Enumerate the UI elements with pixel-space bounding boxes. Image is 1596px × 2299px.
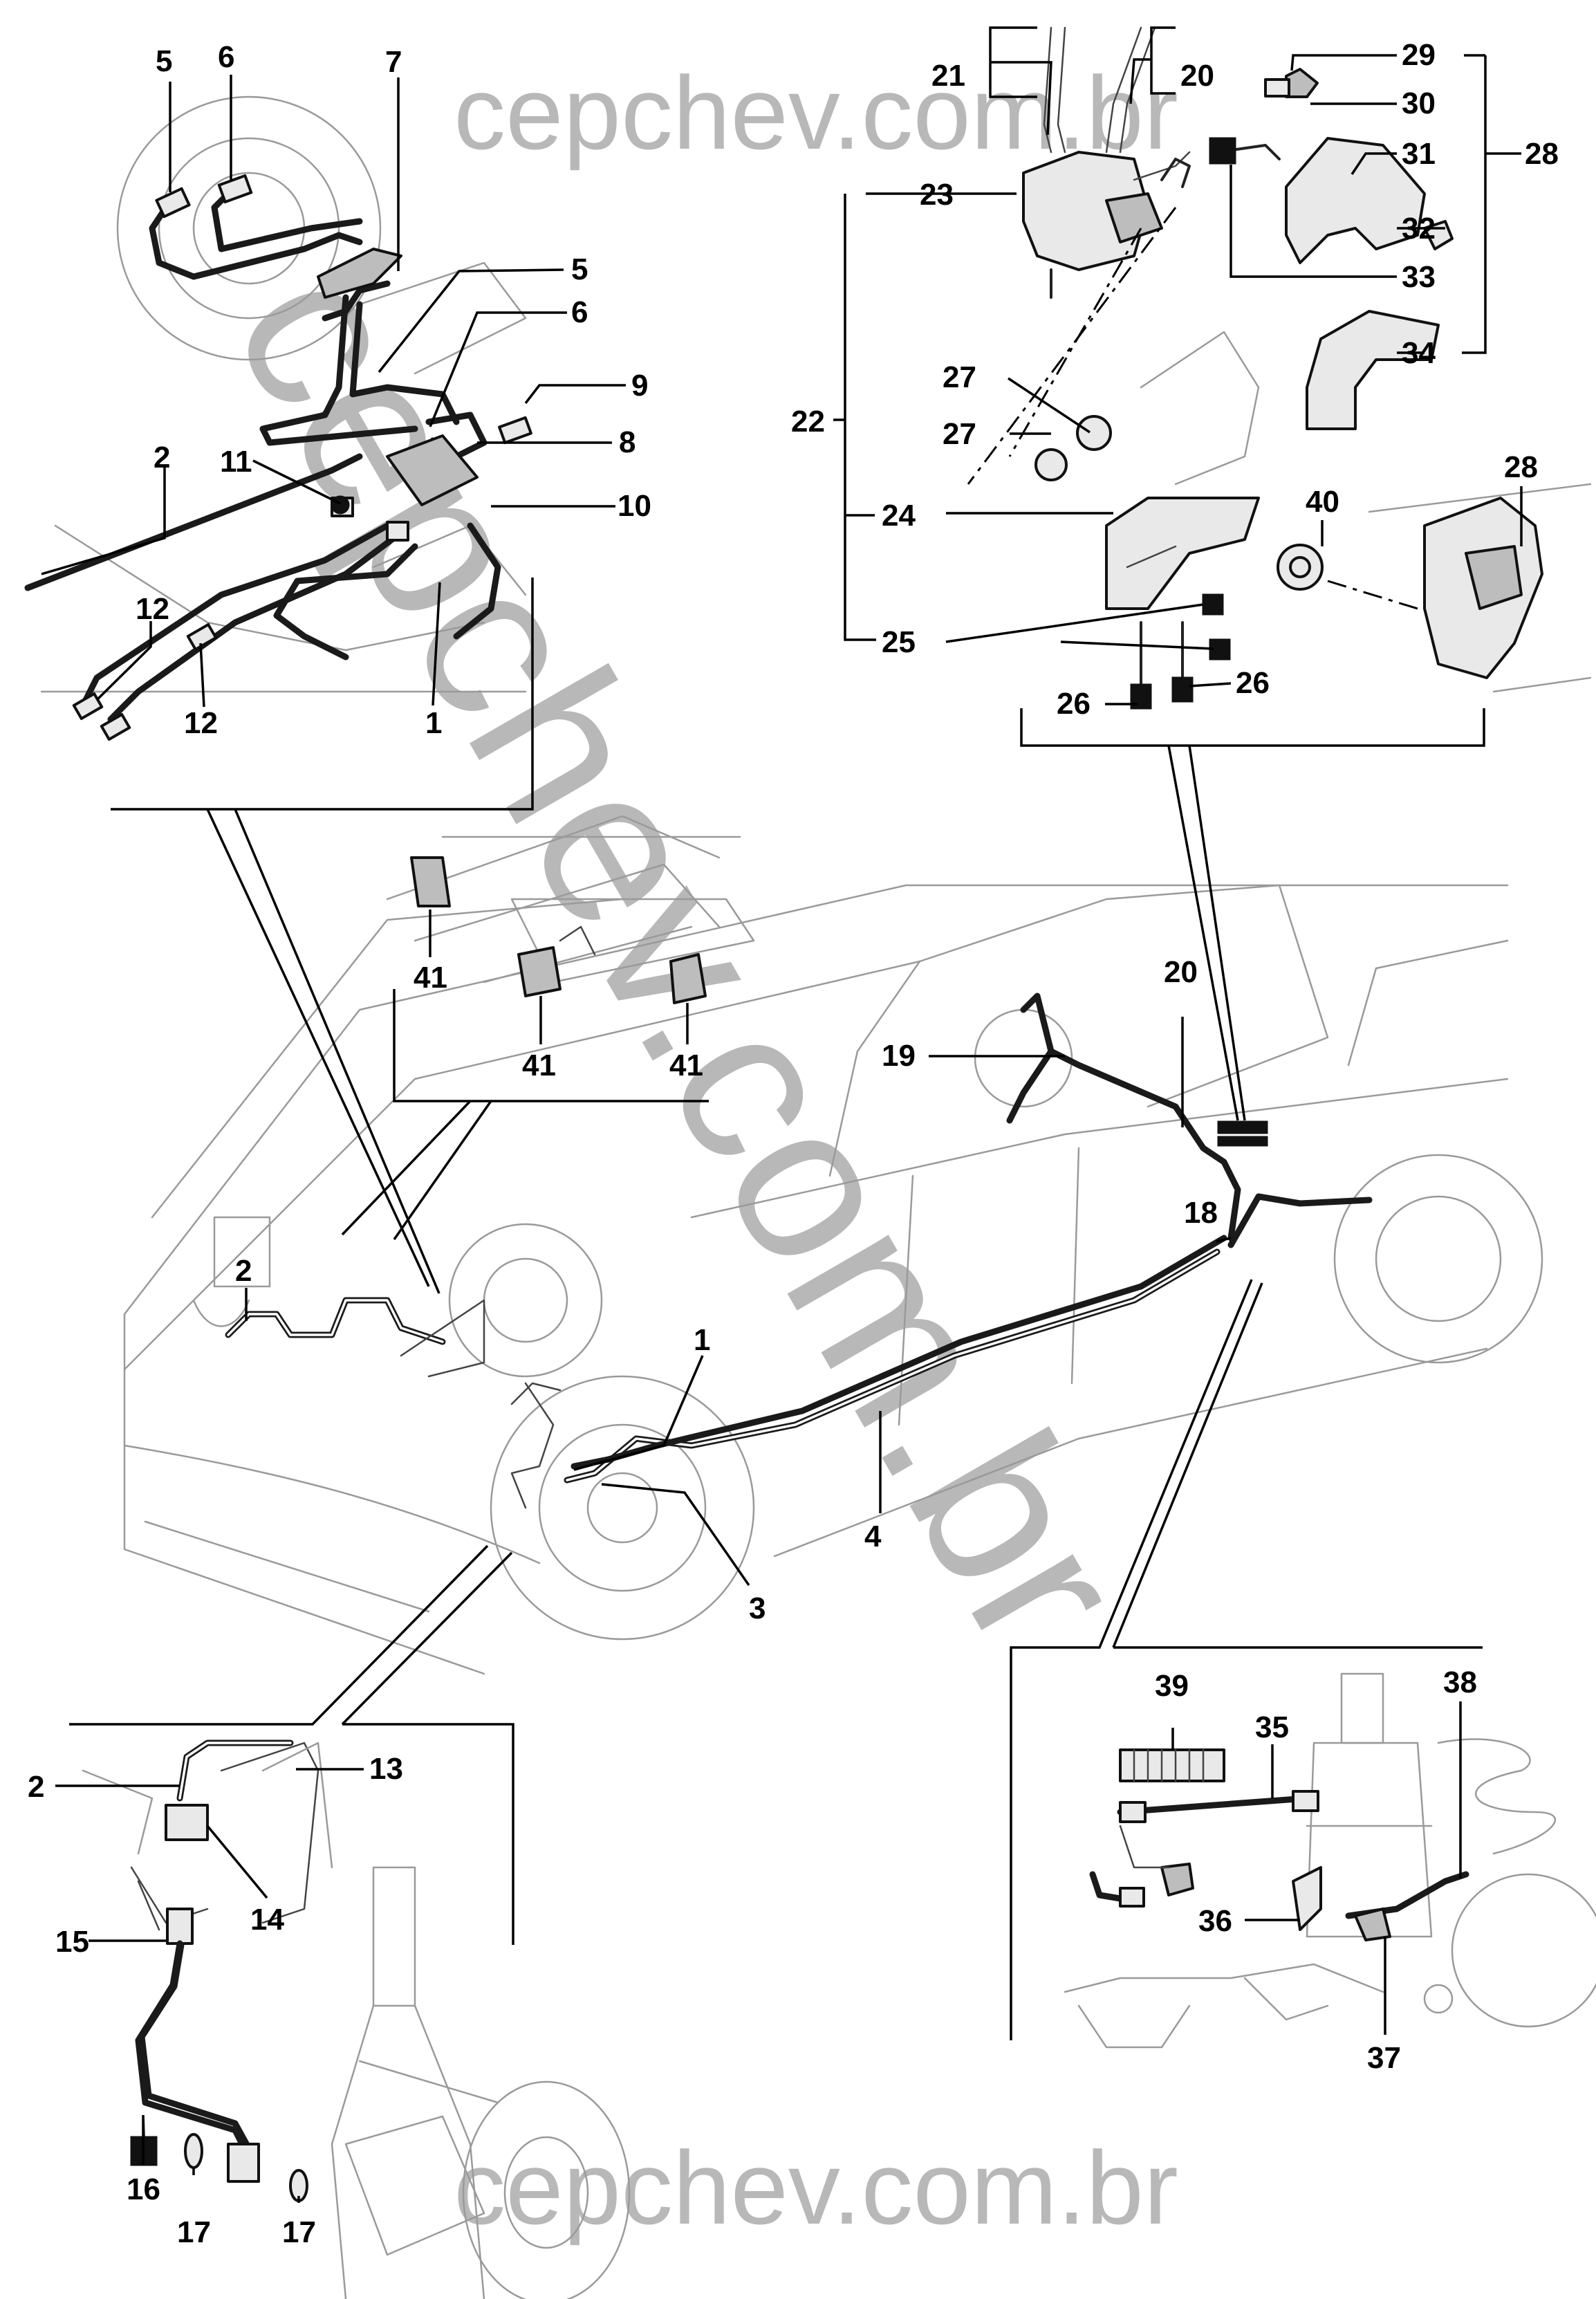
callout-22: 22 — [791, 405, 825, 438]
callout-28: 28 — [1525, 137, 1559, 171]
callout-36: 36 — [1198, 1904, 1232, 1938]
callout-28: 28 — [1504, 450, 1538, 484]
inset-front-brake-hose — [82, 1739, 631, 2299]
callout-16: 16 — [127, 2172, 160, 2206]
callout-40: 40 — [1306, 485, 1339, 519]
callout-1: 1 — [425, 706, 442, 740]
callout-10: 10 — [618, 489, 651, 523]
callout-19: 19 — [882, 1039, 916, 1073]
inset-load-sensing-valve — [967, 26, 1592, 710]
inset-pipe-clips — [386, 815, 721, 1004]
inset-rear-brake-hose — [1064, 1672, 1596, 2049]
watermark-top: cepchev.com.br — [454, 55, 1178, 171]
callout-37: 37 — [1367, 2041, 1401, 2075]
callout-4: 4 — [864, 1520, 882, 1553]
callout-7: 7 — [385, 45, 402, 79]
inset-master-cylinder — [24, 95, 532, 741]
callout-14: 14 — [250, 1903, 284, 1937]
leader-lines — [41, 26, 1523, 2203]
callout-2: 2 — [154, 441, 170, 474]
vehicle-brake-pipe-run — [225, 992, 1373, 1509]
callout-41: 41 — [414, 961, 447, 995]
callout-33: 33 — [1402, 260, 1436, 294]
callout-41: 41 — [522, 1049, 556, 1082]
callout-26: 26 — [1236, 666, 1270, 700]
callout-6: 6 — [218, 40, 234, 74]
callout-18: 18 — [1184, 1196, 1218, 1230]
callout-27: 27 — [943, 417, 976, 451]
callout-30: 30 — [1402, 86, 1436, 120]
callout-38: 38 — [1443, 1665, 1477, 1699]
callout-29: 29 — [1402, 38, 1436, 72]
callout-39: 39 — [1155, 1669, 1189, 1703]
callout-5: 5 — [571, 252, 588, 286]
callout-2: 2 — [235, 1254, 252, 1288]
watermark-bottom: cepchev.com.br — [454, 2130, 1178, 2246]
callout-2: 2 — [28, 1770, 44, 1804]
callout-23: 23 — [920, 178, 954, 212]
callout-25: 25 — [882, 625, 916, 659]
callout-31: 31 — [1402, 137, 1436, 171]
callout-8: 8 — [619, 425, 635, 459]
callout-9: 9 — [631, 369, 648, 403]
callout-20: 20 — [1164, 955, 1198, 989]
callout-35: 35 — [1255, 1710, 1289, 1744]
callout-41: 41 — [669, 1049, 703, 1082]
callout-11: 11 — [220, 445, 252, 479]
callout-labels: 5 6 7 5 6 9 8 10 11 2 12 12 1 21 20 23 2… — [28, 38, 1559, 2249]
callout-17: 17 — [282, 2215, 316, 2249]
callout-24: 24 — [882, 499, 916, 533]
callout-12: 12 — [184, 706, 218, 740]
vehicle-body-outline — [123, 835, 1543, 1675]
callout-13: 13 — [369, 1752, 403, 1786]
callout-26: 26 — [1057, 687, 1091, 721]
callout-21: 21 — [931, 59, 965, 93]
callout-3: 3 — [749, 1591, 765, 1625]
callout-6: 6 — [571, 295, 588, 329]
callout-12: 12 — [136, 592, 169, 626]
callout-17: 17 — [177, 2215, 211, 2249]
callout-15: 15 — [55, 1925, 89, 1959]
callout-34: 34 — [1402, 336, 1436, 370]
callout-20: 20 — [1180, 59, 1214, 93]
inset-frame-lines — [69, 578, 1485, 2040]
callout-32: 32 — [1402, 212, 1436, 246]
callout-1: 1 — [694, 1323, 710, 1357]
callout-27: 27 — [943, 360, 976, 394]
callout-5: 5 — [156, 44, 172, 78]
